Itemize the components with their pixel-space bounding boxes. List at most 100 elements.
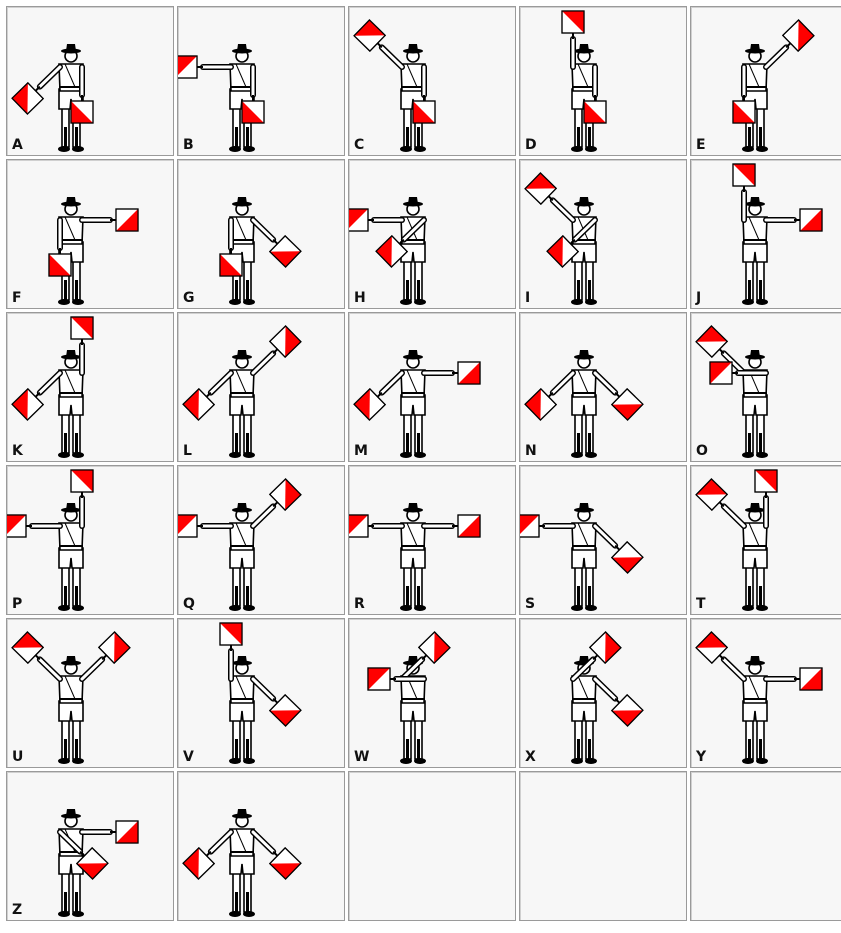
letter-label: K <box>12 443 23 459</box>
semaphore-figure <box>349 466 516 615</box>
semaphore-figure <box>691 313 841 462</box>
letter-label: P <box>12 596 22 612</box>
scout-figure-icon <box>178 44 264 152</box>
semaphore-figure <box>7 466 174 615</box>
letter-label: D <box>525 137 537 153</box>
semaphore-figure <box>7 160 174 309</box>
empty-cell <box>348 771 516 921</box>
letter-label: T <box>696 596 706 612</box>
semaphore-cell: H <box>348 159 516 309</box>
left-flag-icon <box>794 668 822 690</box>
scout-figure-icon <box>12 317 93 458</box>
semaphore-cell: A <box>6 6 174 156</box>
right-flag-icon <box>349 209 374 231</box>
semaphore-figure <box>7 772 174 921</box>
left-flag-icon <box>794 209 822 231</box>
semaphore-cell: I <box>519 159 687 309</box>
empty-cell <box>519 771 687 921</box>
semaphore-cell: Y <box>690 618 841 768</box>
left-flag-icon <box>110 821 138 843</box>
scout-figure-icon <box>349 503 480 611</box>
semaphore-cell: B <box>177 6 345 156</box>
semaphore-figure <box>349 7 516 156</box>
scout-figure-icon <box>220 623 301 764</box>
scout-figure-icon <box>562 11 606 152</box>
left-flag-icon <box>452 515 480 537</box>
semaphore-figure <box>178 466 345 615</box>
scout-figure-icon <box>354 350 480 458</box>
semaphore-figure <box>349 619 516 768</box>
letter-label: V <box>183 749 194 765</box>
semaphore-cell: V <box>177 618 345 768</box>
semaphore-figure <box>178 7 345 156</box>
scout-figure-icon <box>183 809 301 917</box>
scout-figure-icon <box>525 350 643 458</box>
semaphore-figure <box>520 160 687 309</box>
semaphore-figure <box>520 466 687 615</box>
semaphore-cell: J <box>690 159 841 309</box>
letter-label: J <box>696 290 701 306</box>
semaphore-figure <box>7 7 174 156</box>
semaphore-cell: K <box>6 312 174 462</box>
semaphore-figure <box>178 772 345 921</box>
right-flag-icon <box>178 56 203 78</box>
letter-label: O <box>696 443 708 459</box>
left-flag-icon <box>368 668 396 690</box>
semaphore-cell: U <box>6 618 174 768</box>
semaphore-cell: Z <box>6 771 174 921</box>
scout-figure-icon <box>696 326 768 458</box>
semaphore-figure <box>520 619 687 768</box>
semaphore-cell: P <box>6 465 174 615</box>
left-flag-icon <box>71 470 93 498</box>
scout-figure-icon <box>58 809 138 917</box>
right-flag-icon <box>178 515 203 537</box>
letter-label: I <box>525 290 530 306</box>
left-flag-icon <box>71 317 93 345</box>
semaphore-cell <box>177 771 345 921</box>
semaphore-figure <box>178 313 345 462</box>
right-flag-icon <box>7 515 32 537</box>
semaphore-cell: N <box>519 312 687 462</box>
scout-figure-icon <box>220 197 301 305</box>
semaphore-cell: M <box>348 312 516 462</box>
semaphore-figure <box>349 160 516 309</box>
right-flag-icon <box>520 515 545 537</box>
scout-figure-icon <box>183 326 301 458</box>
semaphore-figure <box>691 466 841 615</box>
right-flag-icon <box>220 623 242 651</box>
letter-label: L <box>183 443 192 459</box>
letter-label: W <box>354 749 369 765</box>
semaphore-cell: X <box>519 618 687 768</box>
letter-label: X <box>525 749 536 765</box>
letter-label: S <box>525 596 535 612</box>
letter-label: H <box>354 290 366 306</box>
letter-label: Z <box>12 902 22 918</box>
semaphore-figure <box>7 619 174 768</box>
semaphore-cell: W <box>348 618 516 768</box>
letter-label: G <box>183 290 195 306</box>
scout-figure-icon <box>733 20 814 152</box>
letter-label: R <box>354 596 365 612</box>
right-flag-icon <box>349 515 374 537</box>
semaphore-cell: O <box>690 312 841 462</box>
letter-label: N <box>525 443 537 459</box>
semaphore-cell: R <box>348 465 516 615</box>
letter-label: C <box>354 137 364 153</box>
scout-figure-icon <box>733 164 822 305</box>
left-flag-icon <box>755 470 777 498</box>
scout-figure-icon <box>368 632 450 764</box>
semaphore-cell: S <box>519 465 687 615</box>
semaphore-figure <box>520 7 687 156</box>
semaphore-figure <box>691 619 841 768</box>
scout-figure-icon <box>354 20 435 152</box>
scout-figure-icon <box>525 173 597 305</box>
semaphore-cell: L <box>177 312 345 462</box>
semaphore-cell: G <box>177 159 345 309</box>
semaphore-figure <box>178 619 345 768</box>
scout-figure-icon <box>696 632 822 764</box>
semaphore-cell: C <box>348 6 516 156</box>
semaphore-figure <box>349 313 516 462</box>
letter-label: M <box>354 443 368 459</box>
semaphore-figure <box>520 313 687 462</box>
scout-figure-icon <box>696 470 777 611</box>
